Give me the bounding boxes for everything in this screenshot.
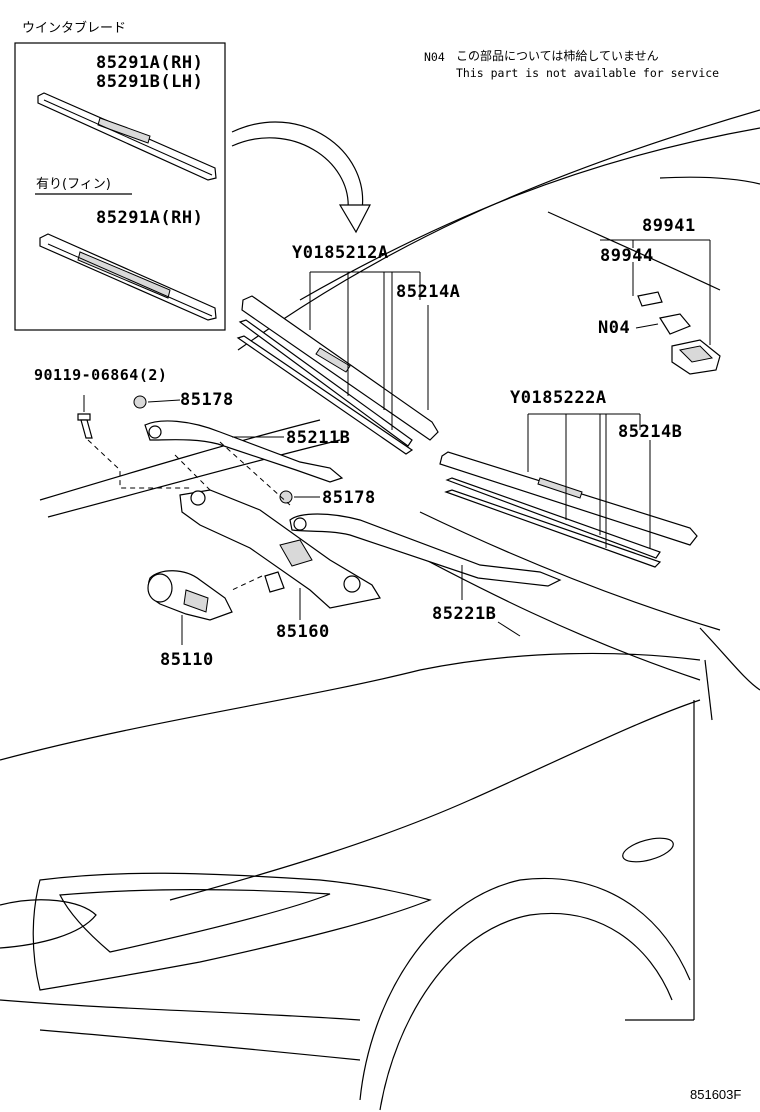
left-blade-assembly: [236, 295, 439, 455]
part-N04: N04: [598, 318, 631, 338]
left-blade-leaders: [309, 271, 429, 430]
part-85110: 85110: [160, 650, 214, 670]
part-Y0185212A: Y0185212A: [292, 243, 389, 263]
winter-blade-inset: [14, 42, 226, 331]
part-85178-lower: 85178: [322, 488, 376, 508]
figure-code: 851603F: [690, 1087, 742, 1102]
wiper-arm-85221B: [289, 513, 562, 600]
bolt-90119: [77, 395, 93, 439]
winter-blade-fin-drawing: [39, 233, 217, 321]
part-85214A: 85214A: [396, 282, 461, 302]
part-89941: 89941: [642, 216, 696, 236]
curved-arrow: [231, 121, 371, 234]
right-blade-assembly: [439, 451, 698, 568]
wiper-motor-85110: [147, 570, 233, 645]
part-85291A-rh: 85291A(RH): [96, 53, 204, 73]
part-85178-upper: 85178: [180, 390, 234, 410]
nut-85178-upper: [133, 395, 147, 409]
rain-sensor-parts: [600, 239, 721, 375]
wiper-linkage-85160: [179, 489, 381, 620]
fin-label: 有り(フィン): [36, 177, 111, 192]
car-body-outline: [0, 109, 760, 1111]
part-90119-06864: 90119-06864(2): [34, 366, 168, 384]
note-text-jp: この部品については柿給していません: [456, 49, 659, 63]
nut-85178-lower: [279, 490, 293, 504]
part-85160: 85160: [276, 622, 330, 642]
inset-title: ウインタブレード: [22, 21, 127, 36]
part-85211B: 85211B: [286, 428, 351, 448]
winter-blade-rh-lh-drawing: [37, 92, 217, 181]
part-85291B-lh: 85291B(LH): [96, 72, 204, 92]
part-85214B: 85214B: [618, 422, 683, 442]
right-blade-leaders: [527, 413, 651, 548]
note-text-en: This part is not available for service: [456, 66, 720, 80]
part-89944: 89944: [600, 246, 654, 266]
part-85221B: 85221B: [432, 604, 497, 624]
part-Y0185222A: Y0185222A: [510, 388, 607, 408]
note-code: N04: [424, 50, 445, 64]
part-85291A-rh-fin: 85291A(RH): [96, 208, 204, 228]
wiper-arm-85211B: [144, 420, 344, 483]
